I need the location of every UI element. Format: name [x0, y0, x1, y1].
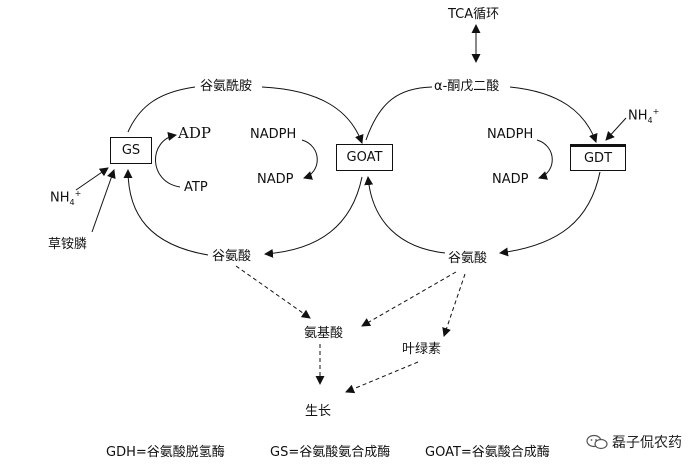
folate-label: 叶绿素 [402, 342, 442, 357]
nh4-right-arrow [605, 117, 627, 141]
growth-label: 生长 [305, 404, 332, 419]
akg-to-gdt-arrow [509, 86, 598, 143]
adp-label: ADP [178, 124, 211, 142]
glutamate-left-label: 谷氨酸 [212, 249, 252, 264]
glutamate-right-label: 谷氨酸 [448, 251, 488, 266]
right-glutamate-to-aminoacid-arrow [361, 271, 457, 327]
legend-gdh: GDH=谷氨酸脱氢酶 [106, 445, 225, 460]
goat-enzyme-box: GOAT [336, 144, 393, 171]
nadp-left-label: NADP [257, 172, 294, 187]
gs-enzyme-box: GS [110, 137, 152, 164]
nh4-left-label: NH4+ [50, 189, 82, 207]
watermark: 磊子侃农药 [586, 432, 682, 452]
goat-to-left-glutamate-arrow [264, 176, 363, 258]
right-glutamate-to-folate-arrow [442, 273, 466, 337]
amino-acid-label: 氨基酸 [304, 326, 344, 341]
legend-goat: GOAT=谷氨酸合成酶 [425, 445, 550, 460]
wechat-icon [586, 434, 608, 450]
goat-to-akg-arrow [365, 86, 433, 141]
folate-to-growth-arrow [345, 361, 419, 394]
nh4-left-arrow [75, 167, 109, 191]
left-glutamate-to-gs-arrow [123, 169, 209, 256]
atp-to-adp-arrow [155, 131, 181, 188]
alpha-kg-label: α-酮戊二酸 [434, 79, 500, 94]
gs-to-glutamine-arrow [127, 86, 196, 133]
glutamine-to-goat-arrow [261, 86, 364, 144]
nadph-to-nadp-left-arrow [301, 139, 318, 180]
glufosinate-label: 草铵膦 [48, 237, 88, 252]
nadph-right-label: NADPH [487, 127, 534, 142]
nadph-left-label: NADPH [250, 127, 297, 142]
legend-gs: GS=谷氨酸氨合成酶 [270, 445, 391, 460]
watermark-text: 磊子侃农药 [612, 435, 682, 451]
tca-cycle-label: TCA循环 [448, 7, 500, 22]
gdt-enzyme-box: GDT [570, 144, 626, 171]
atp-label: ATP [184, 180, 208, 195]
glufosinate-arrow [91, 169, 116, 233]
glutamate-to-goat-arrow [364, 176, 446, 254]
nadph-to-nadp-right-arrow [536, 139, 553, 180]
nadp-right-label: NADP [492, 172, 529, 187]
glutamine-label: 谷氨酰胺 [200, 79, 253, 94]
gdt-to-glutamate-arrow [499, 171, 601, 257]
nh4-right-label: NH4+ [628, 107, 660, 125]
glutamate-to-aminoacid-arrow [235, 265, 311, 319]
